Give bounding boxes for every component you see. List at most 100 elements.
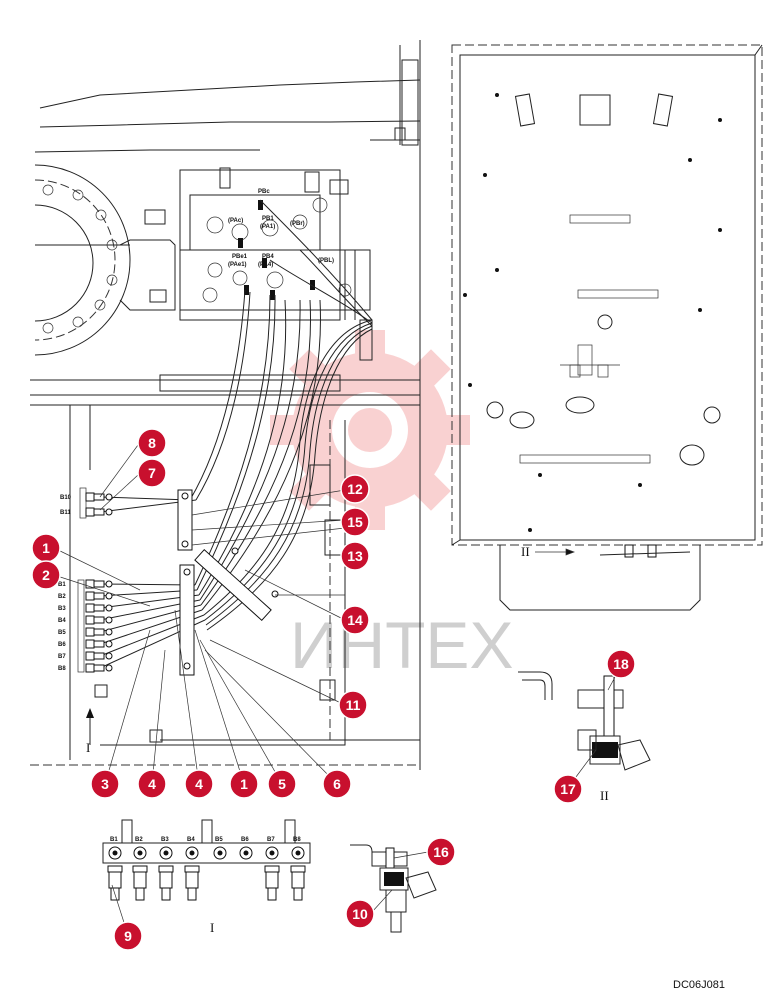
port-label: B6 xyxy=(241,837,249,843)
svg-text:8: 8 xyxy=(148,435,156,451)
view-label-i: I xyxy=(210,920,214,935)
valve-port-label: (PA4) xyxy=(258,262,273,268)
port-label: B3 xyxy=(58,606,66,612)
svg-text:1: 1 xyxy=(240,776,248,792)
detail-view-ii: II xyxy=(518,671,651,803)
callout-16: 16 xyxy=(426,837,456,867)
svg-text:1: 1 xyxy=(42,540,50,556)
manifold-port: B3 xyxy=(158,837,174,901)
callout-14: 14 xyxy=(340,605,370,635)
port-label: B5 xyxy=(58,630,66,636)
detail-fitting xyxy=(350,844,437,933)
view-arrow-label: II xyxy=(521,544,530,559)
view-arrow-i: I xyxy=(86,708,94,755)
manifold-port: B2 xyxy=(132,837,148,901)
port-label: B1 xyxy=(58,582,66,588)
callout-6: 6 xyxy=(322,769,352,799)
drawing-code: DC06J081 xyxy=(673,979,725,991)
port-label: B7 xyxy=(58,654,66,660)
port-label: B4 xyxy=(58,618,66,624)
frame-outline xyxy=(30,40,421,770)
svg-text:10: 10 xyxy=(352,906,368,922)
view-arrow-i-label: I xyxy=(86,740,90,755)
manifold-port: B8 xyxy=(290,837,306,901)
port-label: B7 xyxy=(267,837,275,843)
valve-port-label: (PBL) xyxy=(318,258,334,264)
svg-text:17: 17 xyxy=(560,781,576,797)
port-fitting: B1 xyxy=(58,579,113,589)
port-fittings xyxy=(77,487,87,673)
callout-9: 9 xyxy=(113,921,143,951)
callout-10: 10 xyxy=(345,899,375,929)
svg-text:15: 15 xyxy=(347,514,363,530)
svg-text:6: 6 xyxy=(333,776,341,792)
callout-17: 17 xyxy=(553,774,583,804)
hose-clamp-upper xyxy=(177,489,193,551)
valve-port-label: (PBr) xyxy=(290,221,305,227)
callout-1: 1 xyxy=(31,533,61,563)
callout-13: 13 xyxy=(340,541,370,571)
callout-11: 11 xyxy=(338,690,368,720)
svg-text:5: 5 xyxy=(278,776,286,792)
valve-port-label: PB1 xyxy=(262,216,274,222)
port-fitting: B11 xyxy=(60,507,113,517)
callout-2: 2 xyxy=(31,560,61,590)
port-label: B2 xyxy=(135,837,143,843)
port-label: B3 xyxy=(161,837,169,843)
port-fitting: B6 xyxy=(58,639,113,649)
port-fitting: B4 xyxy=(58,615,113,625)
valve-port-label: (PAc) xyxy=(228,218,243,224)
manifold-port: B4 xyxy=(184,837,200,901)
hose-clamp-lower xyxy=(179,564,195,676)
manifold-port: B5 xyxy=(213,837,227,860)
detail-view-i xyxy=(102,819,311,864)
port-label: B6 xyxy=(58,642,66,648)
svg-text:16: 16 xyxy=(433,844,449,860)
callout-18: 18 xyxy=(606,649,636,679)
callout-15: 15 xyxy=(340,507,370,537)
valve-port-label: PB4 xyxy=(262,254,274,260)
svg-text:7: 7 xyxy=(148,465,156,481)
leader-lines xyxy=(53,444,621,936)
port-label: B10 xyxy=(60,495,72,501)
hose-clamp-diagonal xyxy=(194,547,279,622)
valve-port-label: (PAe1) xyxy=(228,262,247,268)
callout-7: 7 xyxy=(137,458,167,488)
callout-3: 3 xyxy=(90,769,120,799)
view-label-ii: II xyxy=(600,788,609,803)
port-fitting: B2 xyxy=(58,591,113,601)
port-label: B11 xyxy=(60,510,71,516)
port-label: B5 xyxy=(215,837,223,843)
valve-port-label: (PA1) xyxy=(260,224,275,230)
svg-text:13: 13 xyxy=(347,548,363,564)
port-fitting: B10 xyxy=(60,492,113,502)
slewing-ring xyxy=(34,164,131,356)
svg-text:14: 14 xyxy=(347,612,363,628)
watermark-text: ИНТЕХ xyxy=(290,608,513,682)
callout-5: 5 xyxy=(267,769,297,799)
manifold-port: B7 xyxy=(264,837,280,901)
valve-port-label: PBe1 xyxy=(232,254,248,260)
callout-4: 4 xyxy=(137,769,167,799)
manifold-port: B1 xyxy=(107,837,123,901)
port-fitting: B7 xyxy=(58,651,113,661)
svg-text:4: 4 xyxy=(195,776,203,792)
upper-structure-panel: II xyxy=(451,44,763,611)
svg-text:12: 12 xyxy=(347,481,363,497)
callout-1: 1 xyxy=(229,769,259,799)
callout-8: 8 xyxy=(137,428,167,458)
callout-4: 4 xyxy=(184,769,214,799)
valve-port-label: PBc xyxy=(258,189,270,195)
control-valve-block: PBc (PAc) PB1 (PA1) (PBr) PBe1 (PAe1) PB… xyxy=(144,167,373,361)
svg-text:11: 11 xyxy=(346,697,361,713)
port-fitting: B8 xyxy=(58,663,113,673)
port-fitting: B5 xyxy=(58,627,113,637)
callout-12: 12 xyxy=(340,474,370,504)
svg-text:4: 4 xyxy=(148,776,156,792)
svg-text:2: 2 xyxy=(42,567,50,583)
port-label: B1 xyxy=(110,837,118,843)
port-label: B8 xyxy=(293,837,301,843)
svg-text:3: 3 xyxy=(101,776,109,792)
svg-text:9: 9 xyxy=(124,928,132,944)
